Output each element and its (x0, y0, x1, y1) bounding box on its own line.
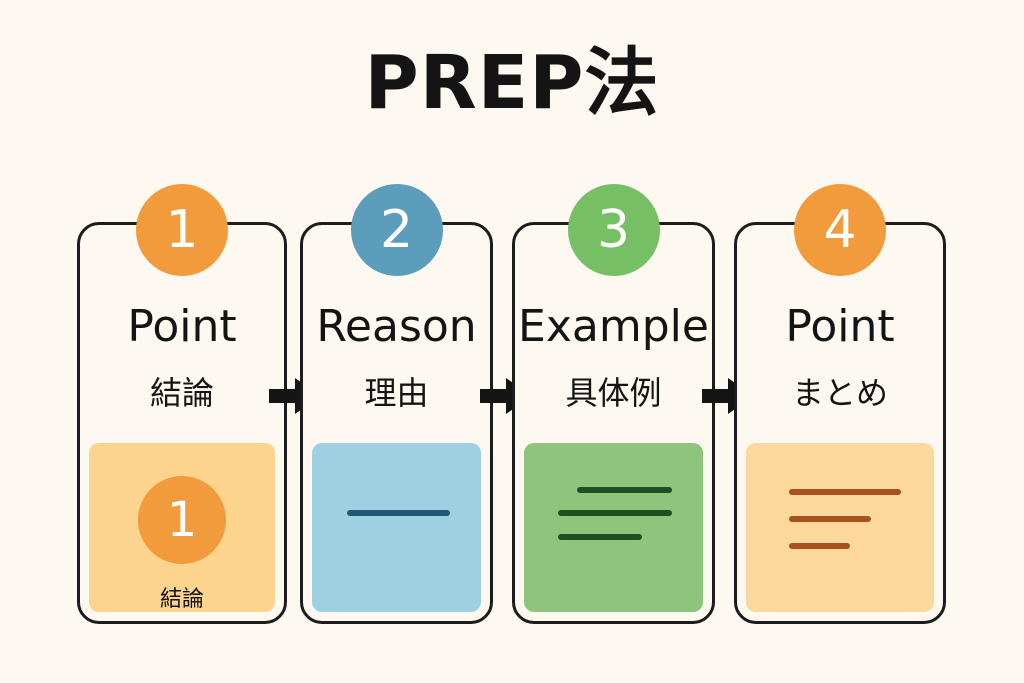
page-title: PREP法 (364, 40, 660, 126)
text-line (789, 516, 871, 522)
panel-number-badge: 1 (138, 476, 226, 564)
step-number-badge: 4 (786, 184, 894, 276)
step-panel (312, 443, 481, 612)
step-panel (524, 443, 703, 612)
panel-label: 結論 (159, 587, 204, 612)
step-label-ja: 具体例 (565, 374, 662, 412)
text-line (558, 534, 642, 540)
step-number-badge: 3 (559, 184, 668, 276)
step-label-en: Point (127, 301, 237, 352)
text-line (789, 543, 850, 549)
step-label-ja: 結論 (149, 374, 214, 412)
step-number-badge: 2 (342, 184, 451, 276)
step-card-reason: 2 Reason 理由 (300, 184, 493, 624)
step-label-en: Example (518, 301, 709, 352)
text-lines-icon (347, 510, 450, 516)
step-panel (746, 443, 934, 612)
step-label-en: Reason (316, 301, 477, 352)
step-label-ja: 理由 (364, 374, 429, 412)
step-card-point: 1 Point 結論 1 結論 (77, 184, 287, 624)
step-card-example: 3 Example 具体例 (512, 184, 715, 624)
text-line (577, 487, 672, 493)
step-number-badge: 1 (128, 184, 236, 276)
step-label-ja: まとめ (791, 374, 888, 412)
step-panel: 1 結論 (89, 443, 275, 612)
text-line (558, 510, 672, 516)
step-card-summary: 4 Point まとめ (734, 184, 946, 624)
step-label-en: Point (785, 301, 895, 352)
text-line (789, 489, 901, 495)
